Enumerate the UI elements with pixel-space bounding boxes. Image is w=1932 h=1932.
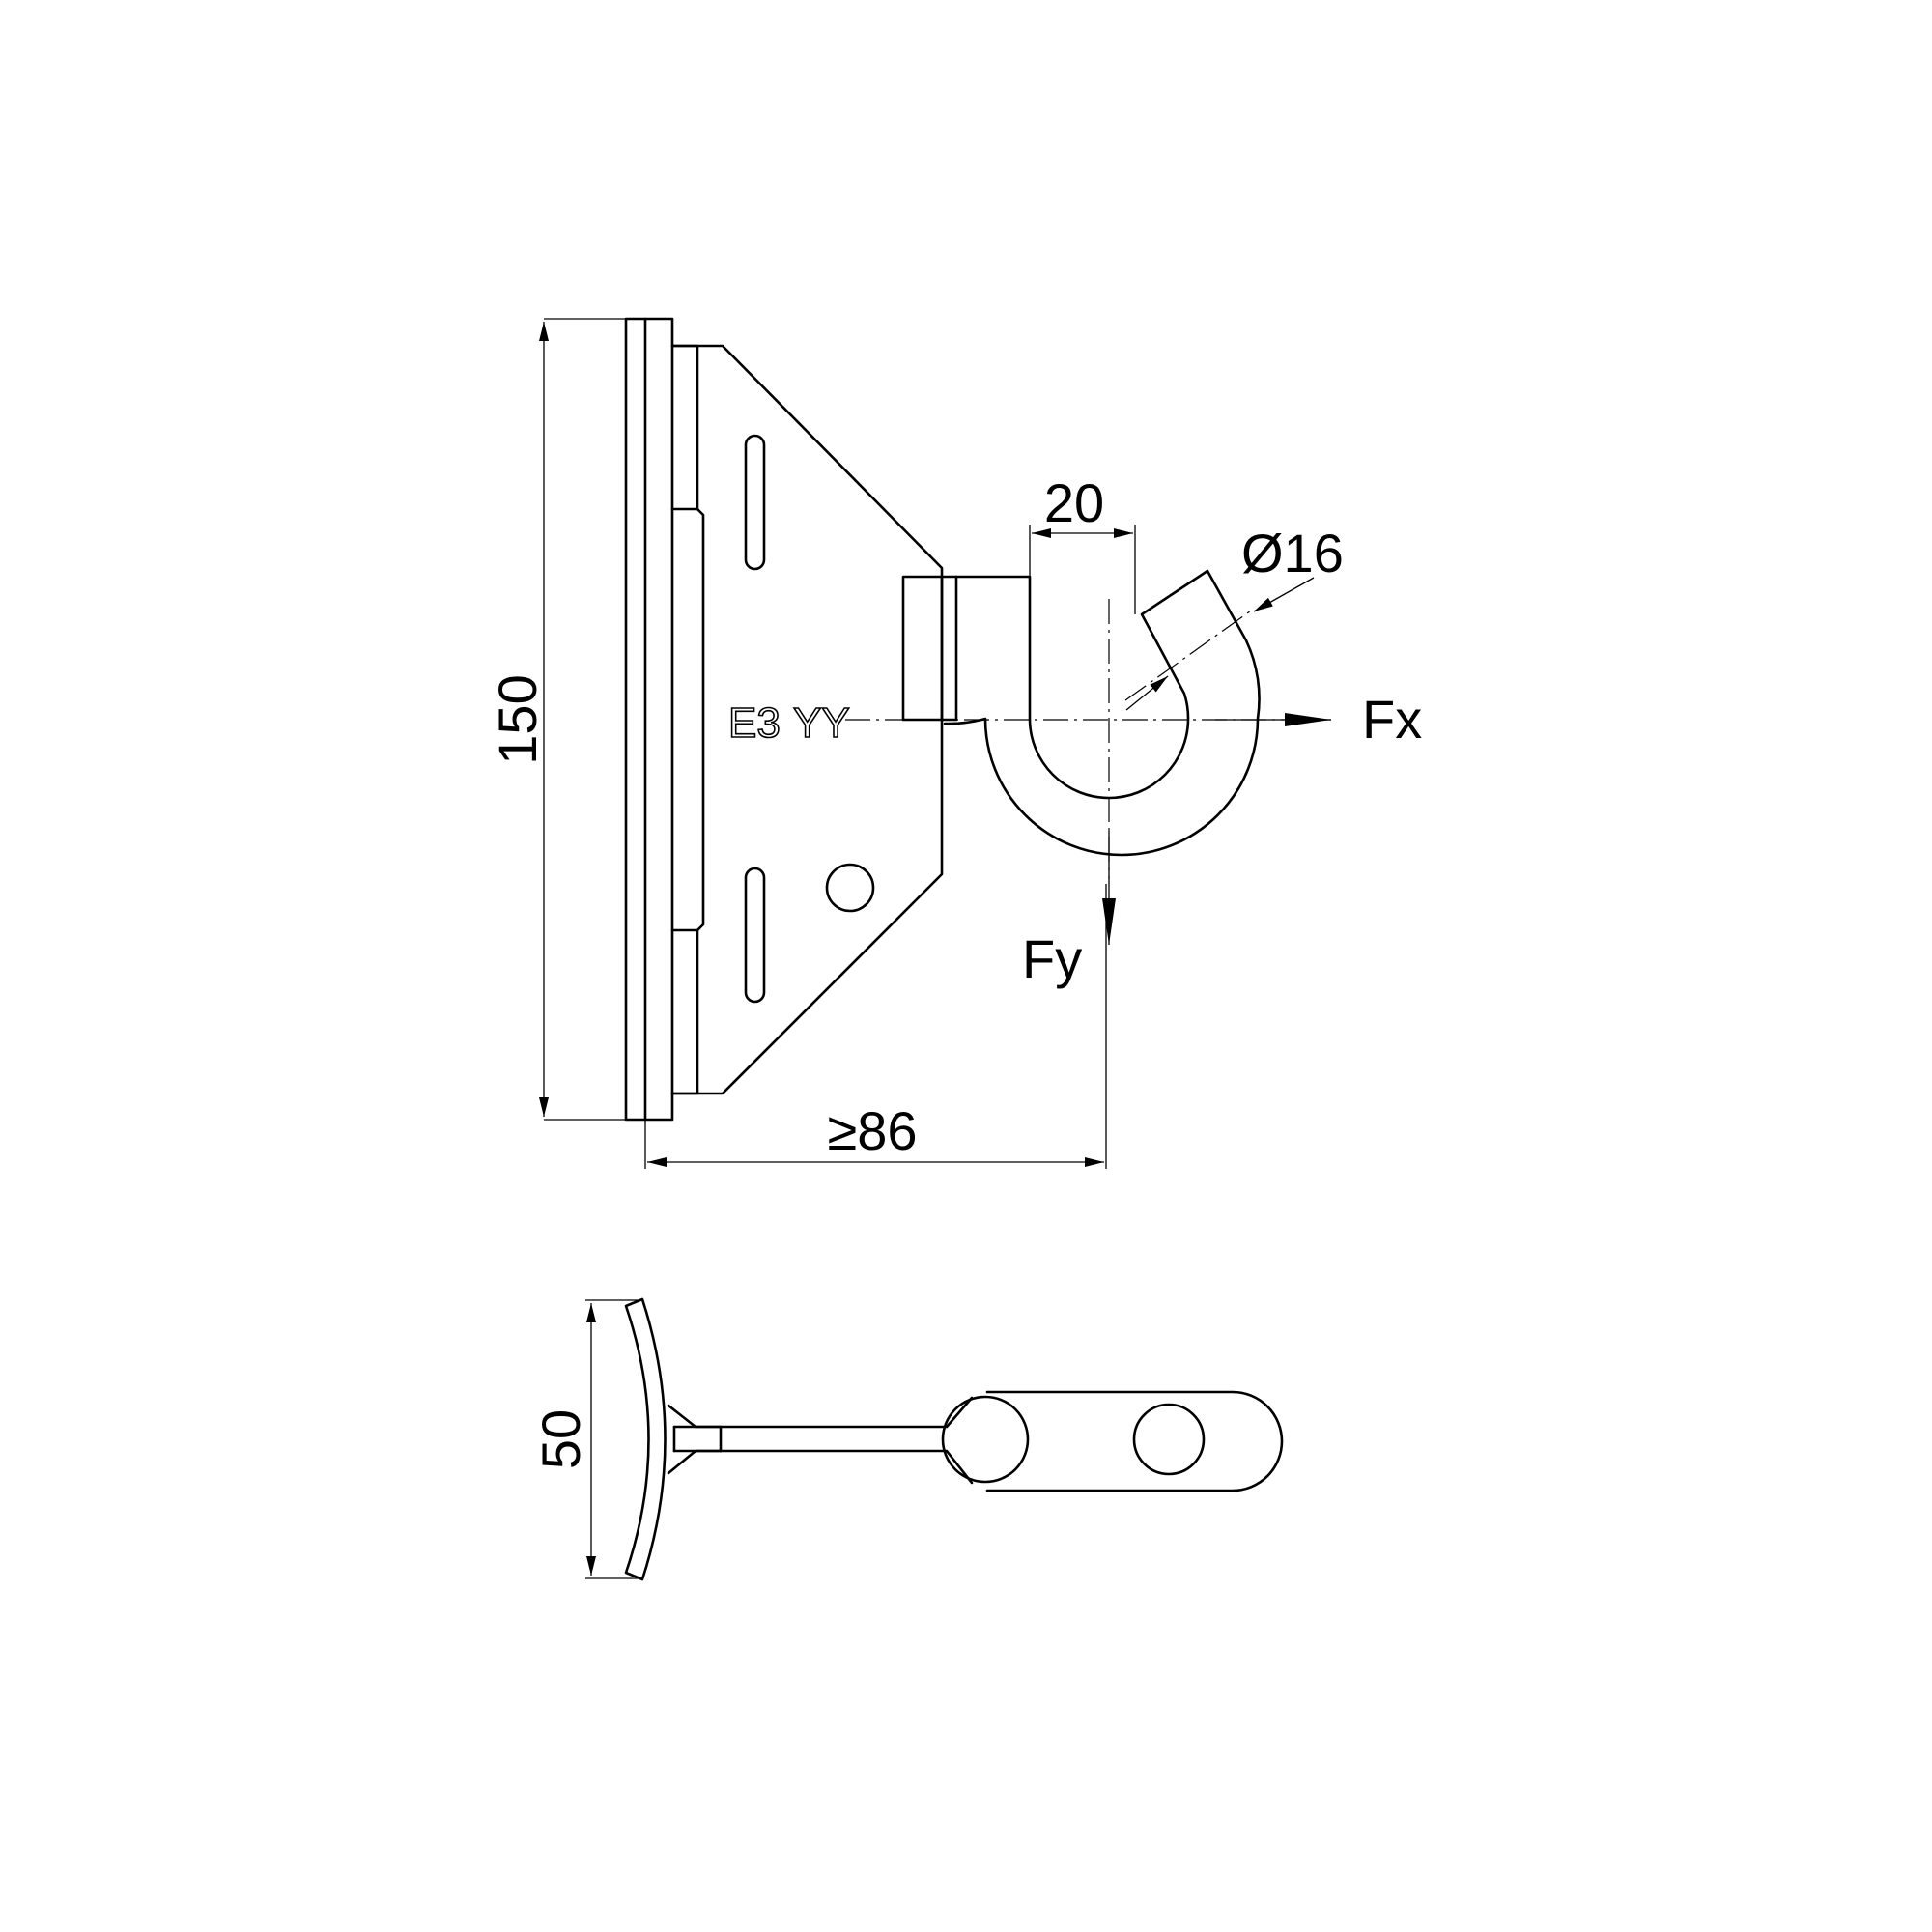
approval-marking: E3 YY xyxy=(727,698,850,748)
dimension-width: 50 xyxy=(530,1299,642,1579)
hook-offset-label: 20 xyxy=(1044,472,1104,533)
diameter-label: Ø16 xyxy=(1241,523,1344,583)
dimension-depth: ≥86 xyxy=(644,884,1107,1169)
curved-base-plate xyxy=(624,1297,667,1581)
dimension-height: 150 xyxy=(487,318,626,1121)
base-plate xyxy=(624,317,705,1122)
lower-slot xyxy=(744,867,766,1004)
force-fy-label: Fy xyxy=(1022,928,1082,989)
hook-rod xyxy=(943,569,1261,857)
rod-sleeve xyxy=(901,575,958,722)
front-view: E3 YY 150 ≥86 xyxy=(487,317,1422,1169)
width-label: 50 xyxy=(530,1409,591,1469)
bracket-web xyxy=(667,1396,974,1485)
force-fx-label: Fx xyxy=(1362,689,1422,750)
depth-label: ≥86 xyxy=(827,1100,917,1161)
marking-approval-text: E3 xyxy=(728,699,781,747)
centre-lines xyxy=(845,599,1331,879)
mounting-hole xyxy=(825,863,875,913)
top-view: 50 xyxy=(530,1297,1284,1581)
height-label: 150 xyxy=(487,674,548,764)
bracket-plate xyxy=(670,344,944,1095)
marking-code-text: YY xyxy=(793,699,850,747)
dimension-diameter: Ø16 xyxy=(1125,523,1344,711)
rod-top xyxy=(941,1390,1284,1492)
force-fy: Fy xyxy=(1022,831,1116,989)
dimension-hook-offset: 20 xyxy=(1029,472,1136,614)
force-fx: Fx xyxy=(1215,689,1422,750)
upper-slot xyxy=(744,434,766,571)
